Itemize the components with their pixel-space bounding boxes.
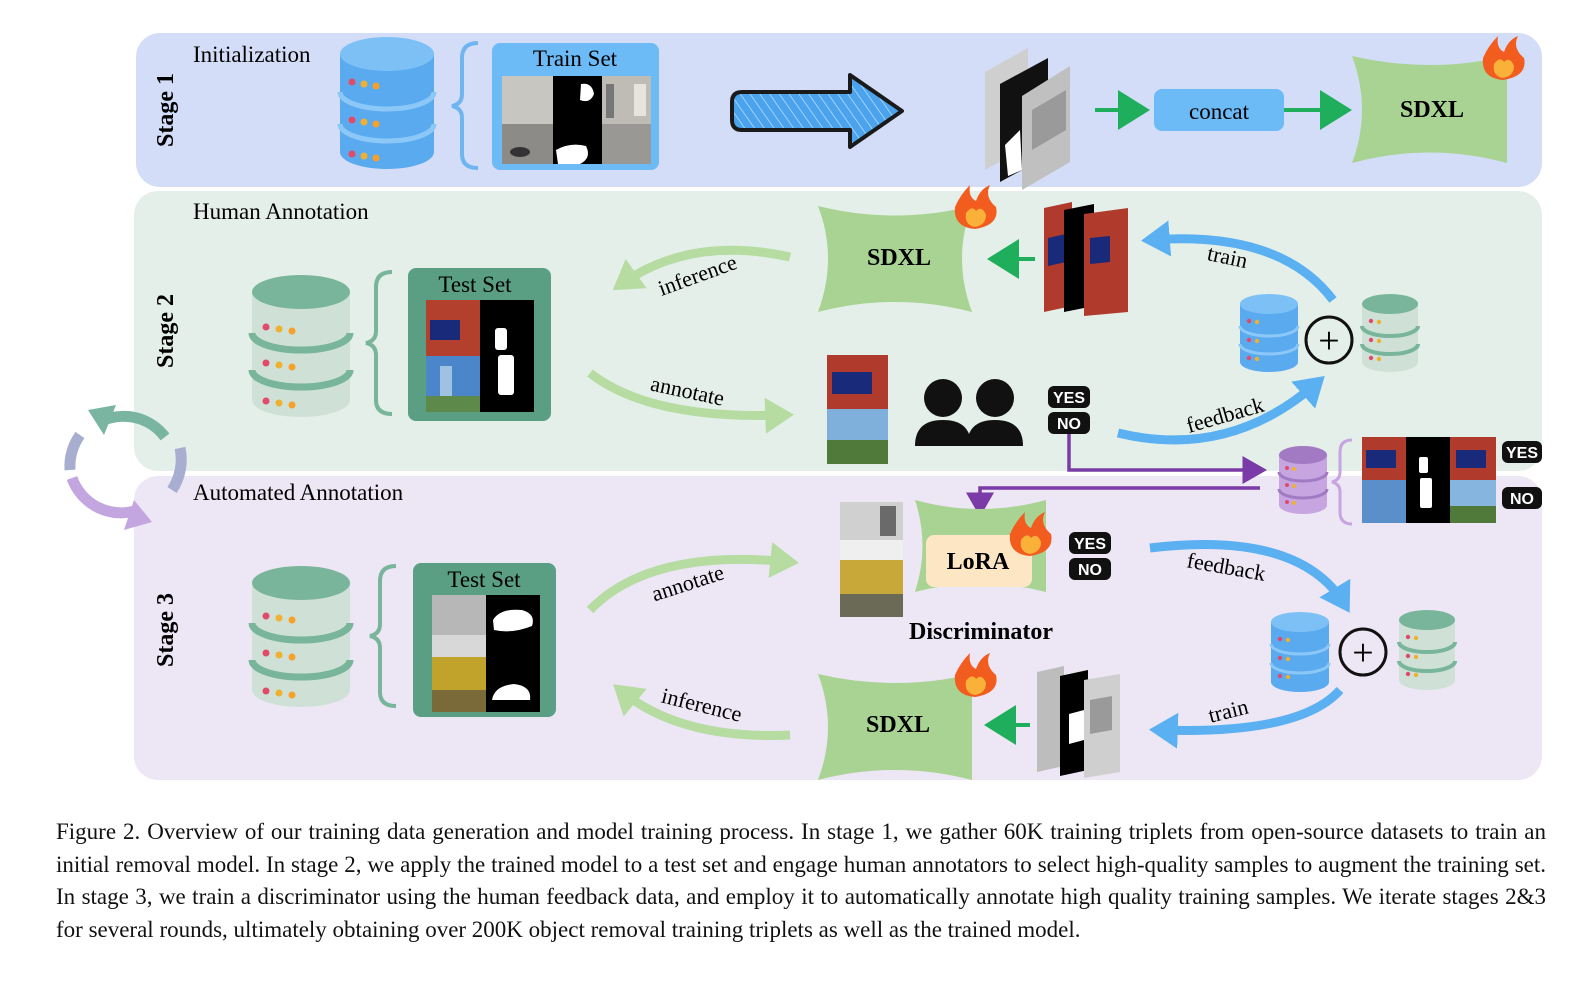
train-set-title: Train Set — [533, 46, 618, 71]
fire-icon — [954, 185, 997, 229]
concat-box — [1154, 89, 1284, 131]
stage2-feedback-arrow — [1116, 376, 1325, 445]
stage3-green-database-icon — [1397, 610, 1457, 690]
stage3-label: Stage 3 — [153, 593, 179, 667]
stage3-test-set-title: Test Set — [447, 567, 521, 592]
stage2-plus-sign: + — [1318, 320, 1339, 362]
purple-db-to-lora-connector — [966, 486, 1260, 517]
figure-caption: Figure 2. Overview of our training data … — [56, 819, 1546, 942]
fire-icon — [1482, 36, 1525, 80]
concat-label: concat — [1189, 99, 1250, 124]
stage1-triplet-stack — [985, 48, 1070, 190]
no-to-purple-db-connector — [1067, 434, 1267, 484]
train-set-box: Train Set — [492, 43, 659, 170]
stage2-green-database-icon — [1360, 294, 1420, 372]
stage3-blue-database-icon — [1269, 612, 1331, 692]
train-database-icon — [337, 37, 437, 169]
feedback-no-label: NO — [1510, 491, 1534, 508]
stage2-test-set-box: Test Set — [408, 268, 551, 421]
lora-box — [926, 535, 1032, 587]
feedback-no-badge — [1502, 487, 1542, 509]
stage2-no-badge — [1048, 412, 1090, 434]
cycle-icon — [64, 405, 187, 530]
stage1-title: Initialization — [193, 42, 311, 67]
stage2-no-label: NO — [1057, 416, 1081, 433]
sdxl-stage1-label: SDXL — [1400, 97, 1464, 123]
feedback-yes-label: YES — [1506, 445, 1538, 462]
pipeline-diagram: Stage 1 Stage 2 Stage 3 Initialization H… — [64, 33, 1542, 780]
feedback-database-icon — [1277, 446, 1329, 514]
discriminator-label: Discriminator — [909, 619, 1053, 645]
fire-icon — [954, 653, 997, 697]
stage2-yes-badge — [1048, 386, 1090, 408]
stage2-label: Stage 2 — [153, 294, 179, 368]
stage2-blue-database-icon — [1238, 294, 1300, 372]
stage3-no-badge — [1069, 558, 1111, 580]
sdxl-stage3-label: SDXL — [866, 712, 930, 738]
stage2-inference-arrow — [612, 245, 791, 291]
stage3-title: Automated Annotation — [193, 480, 404, 505]
stage3-yes-badge — [1069, 532, 1111, 554]
stage2-annotate-arrow — [587, 369, 794, 434]
lora-label: LoRA — [947, 549, 1010, 575]
stage2-triplet-stack — [1044, 202, 1128, 316]
stage3-plus-circle — [1338, 627, 1388, 677]
stage1-label: Stage 1 — [153, 73, 179, 147]
stage2-train-arrow — [1141, 220, 1337, 303]
stage3-yes-label: YES — [1074, 536, 1106, 553]
stage3-brace — [369, 564, 397, 708]
feedback-yes-badge — [1502, 441, 1542, 463]
stage2-yes-label: YES — [1053, 390, 1085, 407]
stage3-annotate-arrow — [586, 542, 799, 614]
stage3-database-icon — [248, 566, 354, 707]
stage2-title: Human Annotation — [193, 199, 369, 224]
stage3-test-set-box: Test Set — [413, 563, 556, 717]
stage3-triplet-stack — [1037, 666, 1120, 778]
fire-icon — [1009, 512, 1052, 556]
feedback-brace — [1331, 438, 1353, 526]
stage2-plus-circle — [1304, 315, 1354, 365]
stage2-test-set-title: Test Set — [438, 272, 512, 297]
sdxl-stage1-shape — [1352, 56, 1507, 163]
human-annotators-icon — [915, 379, 1023, 446]
stage2-annotated-images — [827, 355, 888, 464]
stage2-database-icon — [248, 275, 354, 417]
stage3-no-label: NO — [1078, 562, 1102, 579]
big-blue-arrow — [730, 73, 904, 149]
stage3-feedback-arrow — [1149, 540, 1351, 613]
stage3-inference-arrow — [613, 684, 791, 740]
stage3-plus-sign: + — [1352, 632, 1373, 674]
stage3-candidate-images — [840, 502, 903, 617]
feedback-samples — [1362, 437, 1496, 523]
sdxl-stage2-shape — [818, 206, 972, 312]
sdxl-stage3-shape — [818, 674, 972, 780]
stage3-train-arrow — [1149, 686, 1344, 749]
sdxl-stage2-label: SDXL — [867, 245, 931, 271]
stage2-brace — [365, 270, 393, 416]
train-brace — [451, 41, 479, 170]
